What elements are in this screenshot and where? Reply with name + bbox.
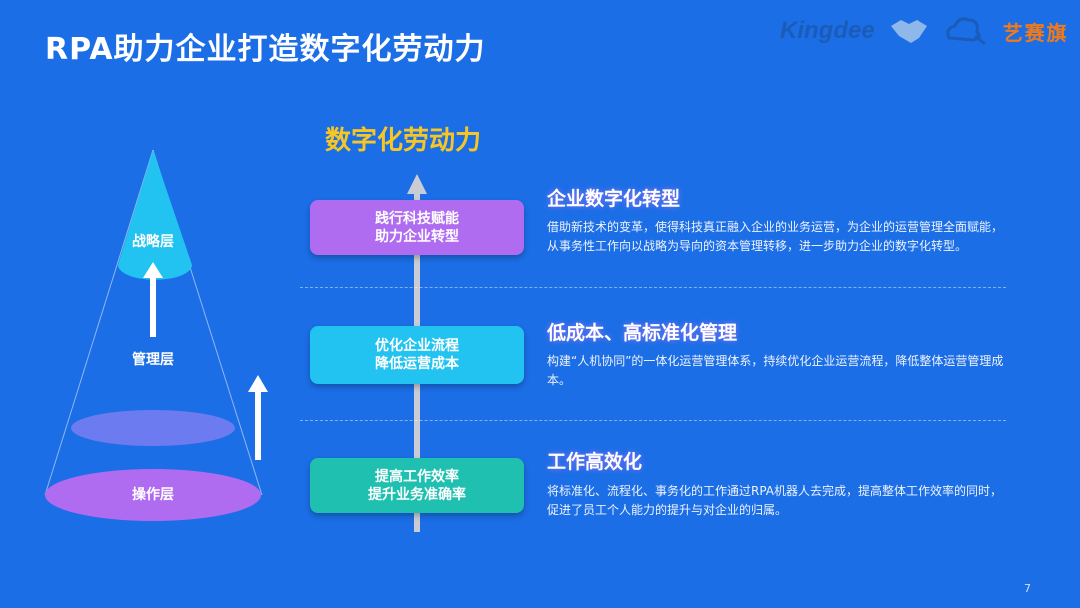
text-low-cost: 构建“人机协同”的一体化运营管理体系，持续优化企业运营流程，降低整体运营管理成本… bbox=[547, 354, 1004, 387]
divider bbox=[300, 287, 1006, 288]
box-optimize-process: 优化企业流程降低运营成本 bbox=[310, 326, 524, 384]
cone-edge-left bbox=[44, 149, 154, 496]
heading-efficiency: 工作高效化 bbox=[547, 451, 643, 473]
box-line: 提高工作效率 bbox=[375, 468, 459, 485]
middle-ellipse bbox=[71, 410, 235, 446]
arrow-up-icon bbox=[248, 375, 268, 460]
logo-bar: Kingdee 艺赛旗 bbox=[780, 14, 1069, 48]
heading-digital-transform: 企业数字化转型 bbox=[547, 188, 681, 210]
box-line: 优化企业流程 bbox=[375, 338, 459, 354]
box-tech-empower: 践行科技赋能助力企业转型 bbox=[310, 200, 524, 255]
box-line: 提升业务准确率 bbox=[368, 486, 466, 503]
layer-label-management: 管理层 bbox=[132, 352, 174, 368]
pyramid-diagram bbox=[44, 149, 268, 521]
bottom-ellipse bbox=[45, 469, 261, 521]
layer-label-operation: 操作层 bbox=[132, 487, 174, 503]
text-digital-transform: 借助新技术的变革，使得科技真正融入企业的业务运营，为企业的运营管理全面赋能，从事… bbox=[547, 220, 1004, 253]
box-line: 降低运营成本 bbox=[375, 356, 459, 372]
divider bbox=[300, 420, 1006, 421]
layer-label-strategy: 战略层 bbox=[132, 234, 174, 250]
box-efficiency: 提高工作效率提升业务准确率 bbox=[310, 458, 524, 513]
arrow-up-icon bbox=[143, 262, 163, 337]
box-line: 践行科技赋能 bbox=[375, 210, 459, 227]
box-line: 助力企业转型 bbox=[375, 228, 459, 245]
top-cone-segment bbox=[118, 150, 192, 280]
kingdee-logo: Kingdee bbox=[780, 17, 875, 44]
yisaiqi-logo: 艺赛旗 bbox=[1002, 20, 1069, 45]
handshake-icon bbox=[890, 20, 927, 43]
cloud-search-icon bbox=[946, 17, 986, 46]
text-efficiency: 将标准化、流程化、事务化的工作通过RPA机器人去完成，提高整体工作效率的同时，促… bbox=[547, 484, 1003, 517]
slide-title: RPA助力企业打造数字化劳动力 bbox=[45, 32, 486, 67]
page-number: 7 bbox=[1024, 582, 1031, 595]
heading-low-cost: 低成本、高标准化管理 bbox=[547, 322, 738, 344]
section-subtitle: 数字化劳动力 bbox=[325, 126, 482, 156]
